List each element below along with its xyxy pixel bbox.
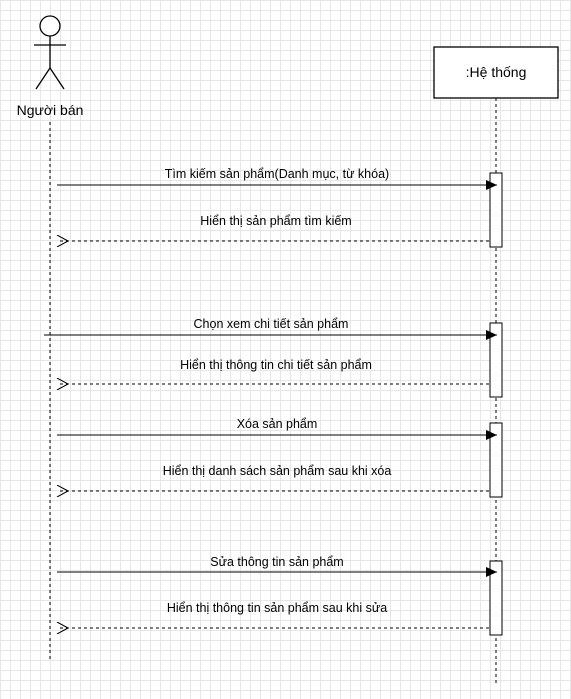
message-label: Hiển thị thông tin sản phẩm sau khi sửa: [167, 601, 387, 615]
activation-bar: [489, 172, 503, 248]
message-label: Sửa thông tin sản phẩm: [210, 555, 343, 569]
activation-bar: [489, 322, 503, 398]
message-label: Hiển thị danh sách sản phẩm sau khi xóa: [163, 464, 392, 478]
message-label: Hiển thị thông tin chi tiết sản phẩm: [180, 358, 372, 372]
actor-figure: [34, 15, 66, 90]
actor-head: [39, 15, 61, 37]
message-label: Chọn xem chi tiết sản phẩm: [194, 317, 349, 331]
system-name: :Hệ thống: [466, 64, 527, 80]
message-label: Tìm kiếm sản phẩm(Danh mục, từ khóa): [165, 167, 389, 181]
message-label: Hiển thị sản phẩm tìm kiếm: [200, 214, 351, 228]
actor-name: Người bán: [17, 102, 84, 118]
activation-bar: [489, 422, 503, 498]
activation-bar: [489, 560, 503, 636]
message-label: Xóa sản phẩm: [237, 417, 318, 431]
system-box: [433, 46, 559, 99]
